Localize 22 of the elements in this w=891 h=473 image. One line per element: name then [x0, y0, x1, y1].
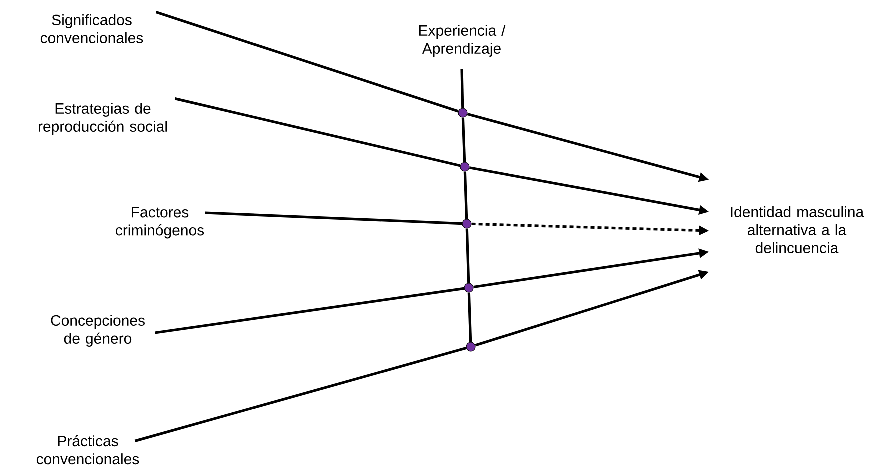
junction-dot [458, 108, 468, 118]
factor-label: Significados convencionales [40, 14, 144, 44]
junction-dot [464, 283, 474, 293]
junction-dot [460, 162, 470, 172]
connector-line [174, 98, 461, 168]
connector-line [462, 118, 466, 162]
connector-line [466, 228, 470, 284]
factor-label: Factores criminógenos [116, 207, 204, 239]
connector-line [155, 287, 464, 334]
connector-line [464, 172, 468, 220]
connector-line [134, 347, 467, 442]
connector-line [468, 292, 472, 342]
connector-line [460, 69, 464, 108]
connector-line [205, 212, 462, 226]
connector-line [156, 11, 459, 113]
process-label: Experiencia / Aprendizaje [419, 25, 506, 57]
target-label: Identidad masculina alternativa a la delincuencia [731, 206, 864, 254]
factor-label: Prácticas convencionales [36, 435, 140, 465]
factor-label: Concepciones de género [51, 315, 145, 347]
junction-dot [466, 342, 476, 352]
factor-label: Estrategias de reproducción social [38, 103, 167, 135]
junction-dot [462, 219, 472, 229]
